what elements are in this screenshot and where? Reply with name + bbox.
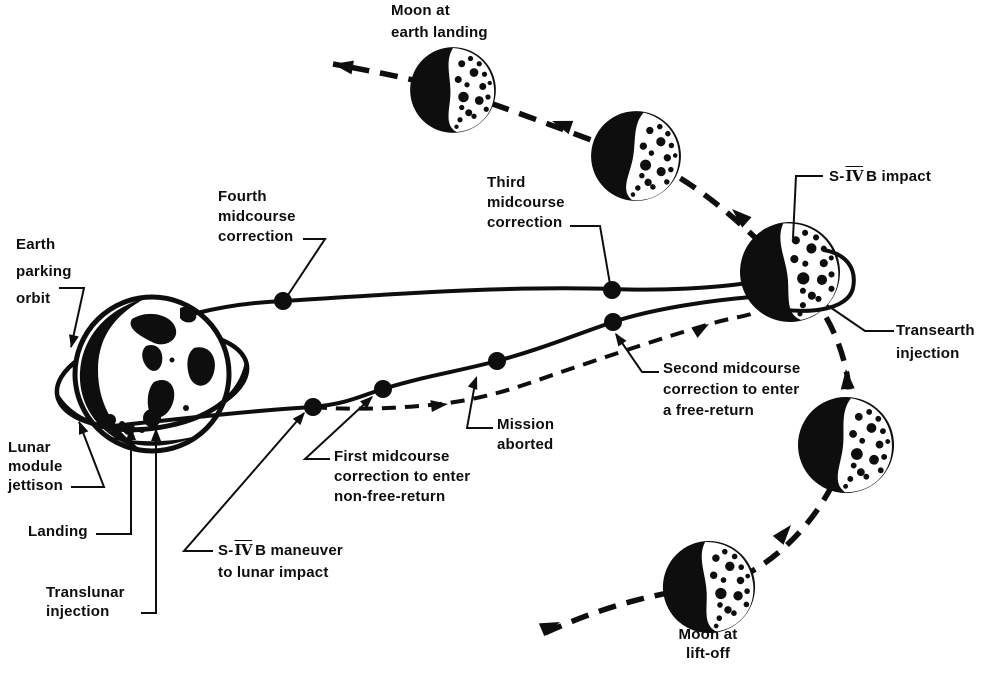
label-earth-parking-orbit: Earth parking orbit xyxy=(16,236,72,307)
leader-arrow-icon xyxy=(292,412,305,426)
moon-return-coast-illustration xyxy=(583,103,689,209)
leader-arrow-icon xyxy=(151,428,161,441)
leader-earth-parking-orbit xyxy=(59,287,86,348)
roman-numeral-IV: IV xyxy=(845,167,864,185)
second-midcourse-dot xyxy=(604,313,622,331)
leader-mission-aborted xyxy=(465,377,493,429)
leader-arrow-icon xyxy=(360,396,373,409)
third-midcourse-dot xyxy=(603,281,621,299)
label-second-midcourse-correction: Second midcourse correction to enter a f… xyxy=(663,360,801,419)
outbound-trajectory xyxy=(111,295,754,428)
leader-translunar-injection xyxy=(141,429,157,614)
leader-arrow-icon xyxy=(78,421,89,435)
return-trajectory xyxy=(195,281,749,315)
s4b-trajectory-arrow-icon xyxy=(430,400,448,413)
label-first-midcourse-correction: First midcourse correction to enter non-… xyxy=(334,448,471,505)
leader-transearth-injection xyxy=(826,304,894,332)
orbit-arrow-icon xyxy=(772,525,791,545)
label-fourth-midcourse-correction: Fourth midcourse correction xyxy=(218,188,296,245)
label-transearth-injection: Transearth injection xyxy=(896,322,975,362)
lunar-farside-pass xyxy=(755,248,856,313)
mission-aborted-dot xyxy=(488,352,506,370)
orbit-arrow-icon xyxy=(732,209,752,228)
translunar-injection-dot xyxy=(143,409,161,427)
orbit-arrow-icon xyxy=(538,622,560,637)
moon-at-earth-landing-illustration xyxy=(410,47,496,133)
roman-numeral-IV: IV xyxy=(234,541,253,559)
s4b-maneuver-dot xyxy=(304,398,322,416)
moon-at-liftoff-illustration xyxy=(659,537,759,637)
leader-fourth-midcourse xyxy=(283,238,327,302)
leader-third-midcourse xyxy=(570,225,611,285)
s4b-lunar-impact-trajectory xyxy=(312,312,752,411)
moon-orbit-arrows xyxy=(333,60,855,637)
leader-arrows xyxy=(69,333,627,441)
first-midcourse-dot xyxy=(374,380,392,398)
trajectory-event-dots xyxy=(104,281,622,435)
leader-arrow-icon xyxy=(615,333,627,347)
moon-outbound-coast-illustration xyxy=(793,392,899,498)
leader-arrow-icon xyxy=(467,376,478,390)
label-leaders xyxy=(59,175,894,614)
leader-arrow-icon xyxy=(126,427,136,440)
label-mission-aborted: Mission aborted xyxy=(497,416,555,453)
leader-second-midcourse xyxy=(615,333,659,373)
label-lunar-module-jettison: Lunar module jettison xyxy=(8,439,63,494)
label-translunar-injection: Translunar injection xyxy=(46,584,125,620)
leader-landing xyxy=(96,428,132,535)
orbit-arrow-icon xyxy=(333,60,354,75)
orbit-arrow-icon xyxy=(840,369,855,390)
parking-orbit-front-arc xyxy=(55,364,250,433)
leader-s4b-maneuver xyxy=(181,412,305,552)
leader-arrow-icon xyxy=(69,334,79,348)
lunar-module-jettison-dot xyxy=(104,414,116,426)
orbit-arrow-icon xyxy=(552,120,574,135)
leader-first-midcourse xyxy=(302,396,373,460)
label-moon-at-earth-landing: Moon at earth landing xyxy=(391,2,488,41)
label-moon-at-liftoff: Moon at lift-off xyxy=(678,626,738,662)
label-third-midcourse-correction: Third midcourse correction xyxy=(487,174,565,231)
s4b-trajectory-arrow-icon xyxy=(691,324,709,338)
label-landing: Landing xyxy=(28,523,88,540)
leader-lunar-module-jettison xyxy=(71,421,106,488)
earth-illustration xyxy=(72,294,232,454)
leader-s4b-impact xyxy=(792,175,823,239)
